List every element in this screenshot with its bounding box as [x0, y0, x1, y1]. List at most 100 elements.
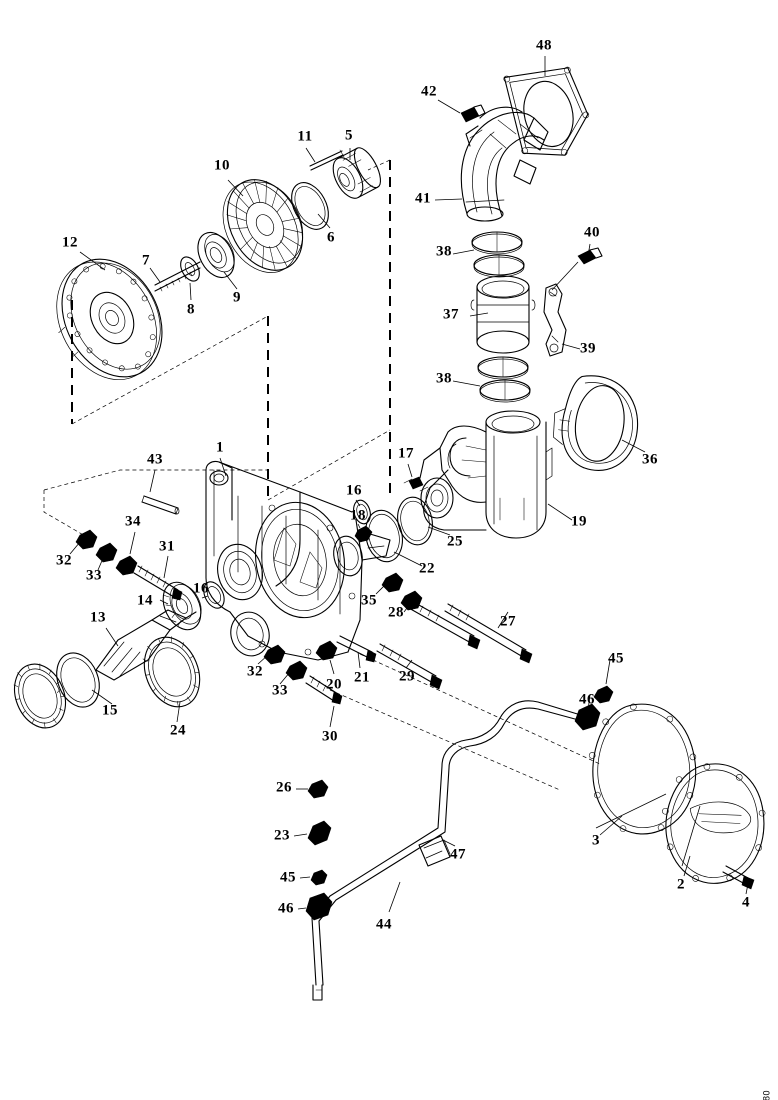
callout-35: 35 — [361, 592, 377, 609]
oil-seal-part-16-left — [203, 581, 225, 609]
callout-12: 12 — [62, 234, 78, 251]
callout-41: 41 — [415, 190, 431, 207]
gasket-part-48 — [503, 66, 590, 156]
callout-16b: 16 — [346, 482, 362, 499]
hose-clamp-part-38-upper — [471, 231, 525, 278]
callout-30: 30 — [322, 728, 338, 745]
callout-21: 21 — [354, 669, 370, 686]
bracket-part-39 — [543, 283, 567, 357]
fastener-stack-center — [263, 644, 343, 705]
bearing-part-9 — [197, 231, 235, 279]
callout-29: 29 — [399, 668, 415, 685]
callout-34: 34 — [125, 513, 141, 530]
cap-screw-part-4 — [722, 865, 755, 890]
callout-44: 44 — [376, 916, 392, 933]
callout-36: 36 — [642, 451, 658, 468]
intake-elbow-part-41 — [460, 106, 549, 222]
callout-33: 33 — [86, 567, 102, 584]
clamp-part-46-left — [305, 892, 333, 921]
lock-washer-part-33b — [285, 660, 308, 681]
callout-46b: 46 — [278, 900, 294, 917]
roll-pin-part-11 — [309, 149, 345, 171]
cap-screw-part-29 — [376, 643, 443, 690]
callout-31: 31 — [159, 538, 175, 555]
callout-11: 11 — [297, 128, 313, 145]
lock-washer-part-33 — [95, 542, 118, 563]
bracket-part-47 — [418, 835, 451, 867]
callout-40: 40 — [584, 224, 600, 241]
callout-18: 18 — [350, 507, 366, 524]
gasket-part-25 — [397, 496, 433, 546]
callout-45: 45 — [608, 650, 624, 667]
input-shaft-part-13 — [95, 609, 197, 681]
retaining-ring-part-15 — [56, 652, 100, 708]
washer-part-32b — [263, 644, 286, 665]
callout-20: 20 — [326, 676, 342, 693]
callout-26: 26 — [276, 779, 292, 796]
callout-42: 42 — [421, 83, 437, 100]
fastener-stack-left — [75, 529, 183, 601]
callout-13: 13 — [90, 609, 106, 626]
washer-part-35 — [381, 572, 404, 593]
drawing-number: TP6680 — [762, 1090, 772, 1100]
callout-37: 37 — [443, 306, 459, 323]
cover-plate-part-2 — [662, 763, 766, 884]
washer-part-32 — [75, 529, 98, 550]
callout-22: 22 — [419, 560, 435, 577]
plug-part-26 — [307, 779, 329, 799]
callout-39: 39 — [580, 340, 596, 357]
fitting-part-42 — [460, 104, 486, 123]
callout-38b: 38 — [436, 370, 452, 387]
callout-25: 25 — [447, 533, 463, 550]
callout-19: 19 — [571, 513, 587, 530]
spacer-part-34 — [115, 555, 138, 576]
callout-32: 32 — [56, 552, 72, 569]
callout-46: 46 — [579, 691, 595, 708]
plug-part-17 — [403, 476, 429, 492]
callout-47: 47 — [450, 846, 466, 863]
gasket-part-3 — [588, 703, 697, 835]
dowel-pin-part-43 — [141, 495, 180, 515]
fitting-part-23 — [307, 820, 332, 846]
bearing-race-part-14 — [162, 581, 202, 631]
washer-part-45-right — [593, 685, 614, 704]
callout-28: 28 — [388, 604, 404, 621]
hose-clamp-part-38-lower — [477, 356, 531, 403]
dipstick-tube-part-44 — [311, 700, 587, 1001]
callout-16: 16 — [193, 580, 209, 597]
cap-screw-part-21 — [336, 635, 377, 663]
callout-27: 27 — [500, 613, 516, 630]
callout-9: 9 — [233, 289, 241, 306]
stator-part-10 — [222, 179, 304, 273]
callout-38: 38 — [436, 243, 452, 260]
cap-screw-part-31 — [133, 565, 183, 601]
callout-45b: 45 — [280, 869, 296, 886]
callout-33b: 33 — [272, 682, 288, 699]
callout-24: 24 — [170, 722, 186, 739]
assembly-guide-lines — [43, 159, 391, 541]
callout-6: 6 — [327, 229, 335, 246]
callout-3: 3 — [592, 832, 600, 849]
cap-screw-part-30 — [305, 675, 343, 705]
retaining-ring-part-6 — [291, 182, 329, 230]
callout-5: 5 — [345, 127, 353, 144]
drive-hub-part-5 — [332, 147, 382, 199]
callout-17: 17 — [398, 445, 414, 462]
callout-43: 43 — [147, 451, 163, 468]
washer-part-45-left — [310, 869, 328, 886]
callout-1: 1 — [216, 439, 224, 456]
stud-part-20 — [315, 640, 338, 661]
cap-screw-part-28 — [400, 590, 481, 650]
callout-8: 8 — [187, 301, 195, 318]
washer-part-8 — [180, 256, 200, 282]
oil-seal-part-16-right — [353, 499, 371, 525]
callout-32b: 32 — [247, 663, 263, 680]
turbine-housing-part-19 — [419, 410, 553, 539]
oil-seal-ring-left — [13, 663, 67, 729]
cap-screw-part-40 — [577, 247, 603, 265]
callout-4: 4 — [742, 894, 750, 911]
callout-10: 10 — [214, 157, 230, 174]
oil-seal-part-24 — [142, 636, 201, 708]
